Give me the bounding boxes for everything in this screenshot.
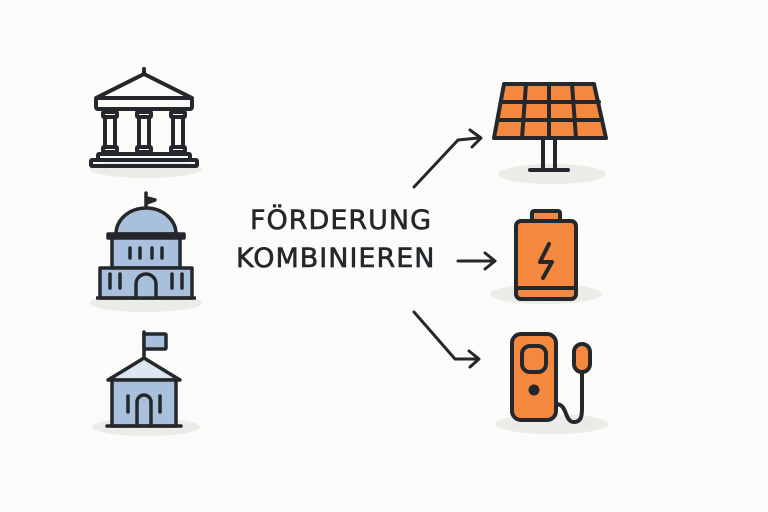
- classical-building-icon: [89, 67, 199, 168]
- battery-bolt-icon: [514, 209, 578, 301]
- arrow-right-icon: [456, 251, 497, 271]
- shadow: [498, 164, 606, 184]
- ev-charging-station-icon: [510, 332, 592, 424]
- solar-panel-icon: [492, 82, 608, 172]
- arrow-up-right-icon: [412, 128, 483, 189]
- diagram-title: FÖRDERUNG KOMBINIEREN: [236, 202, 436, 278]
- arrow-down-right-icon: [412, 310, 481, 369]
- title-line-2: KOMBINIEREN: [236, 243, 436, 275]
- capitol-dome-icon: [96, 191, 196, 300]
- title-line-1: FÖRDERUNG: [250, 205, 433, 237]
- town-hall-flag-icon: [105, 330, 183, 428]
